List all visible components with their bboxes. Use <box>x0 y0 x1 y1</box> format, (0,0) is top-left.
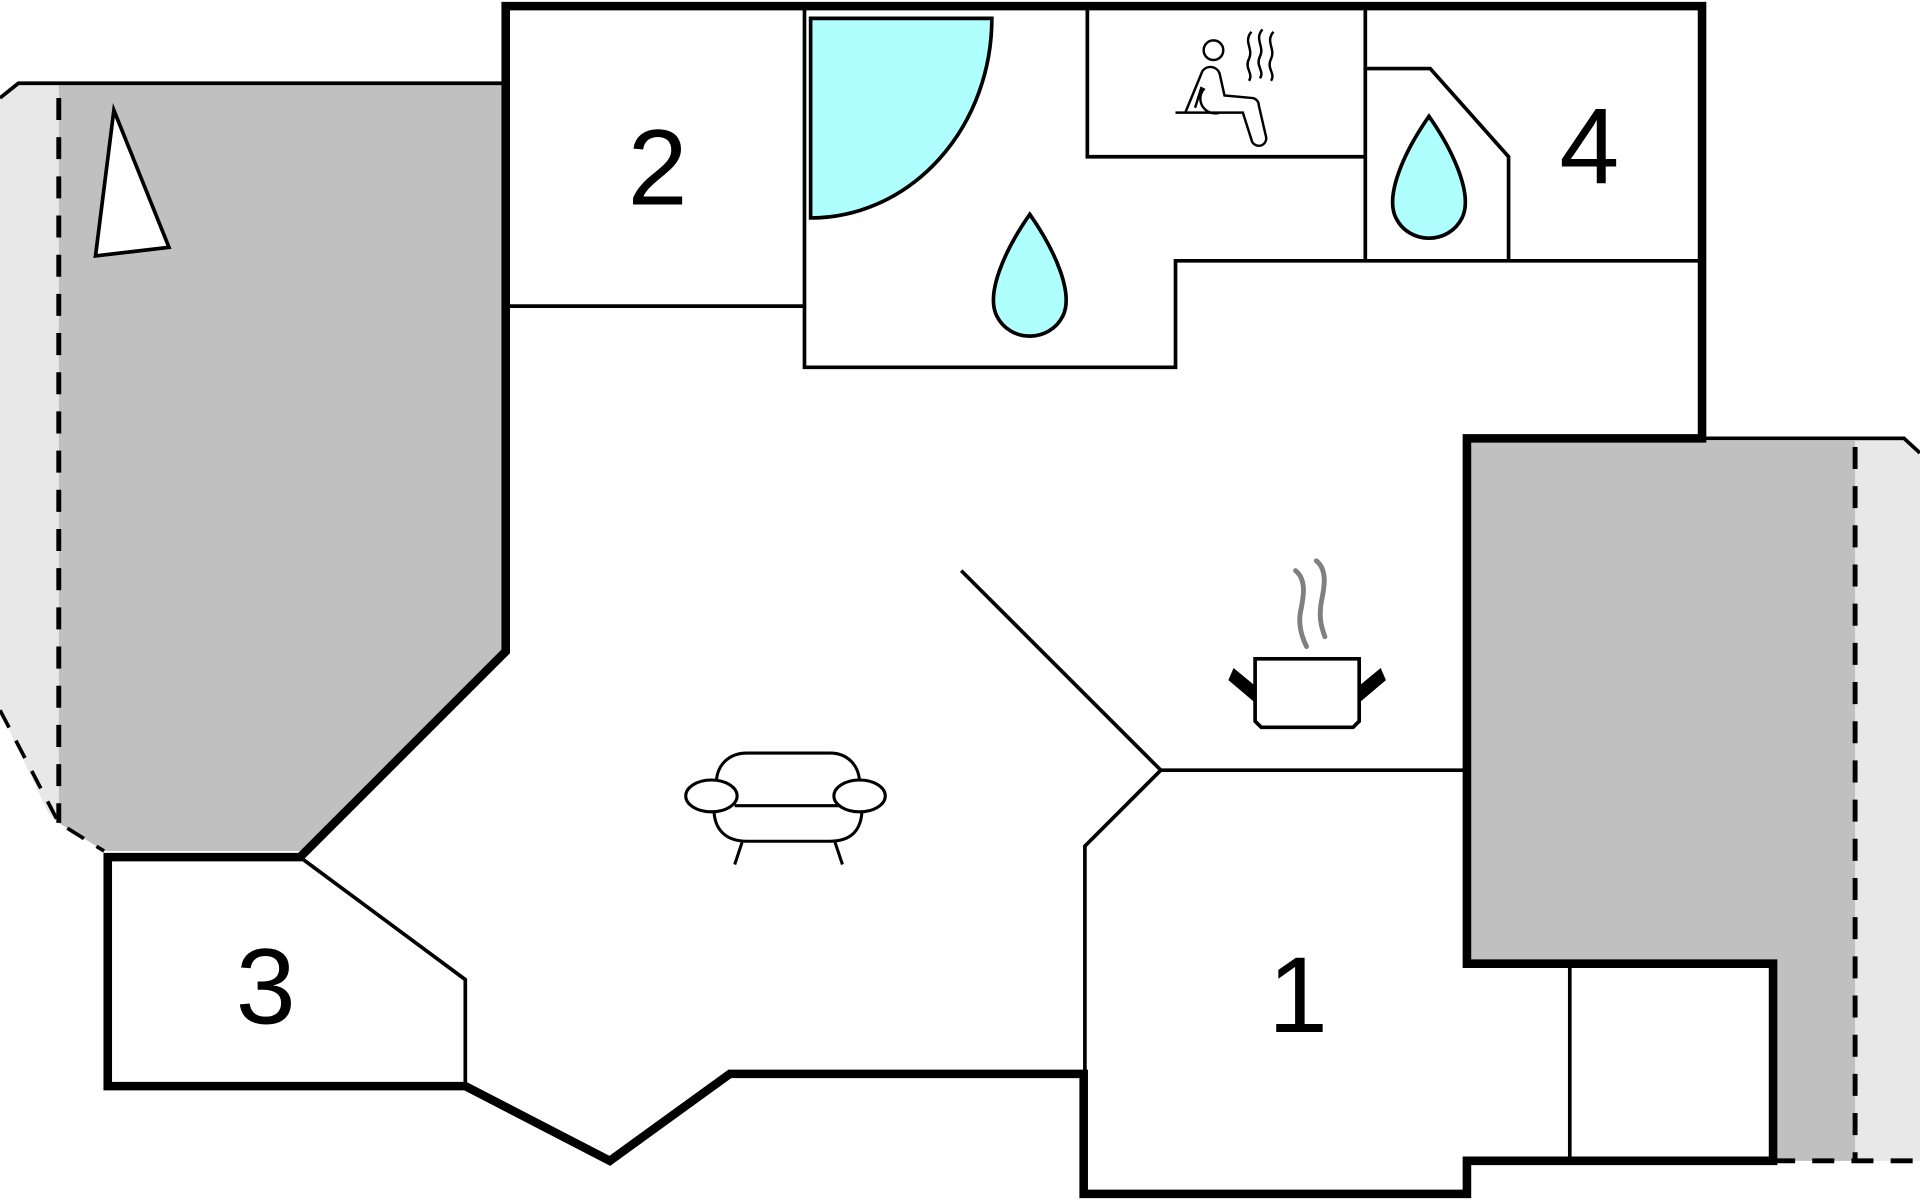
north-arrow-icon <box>93 102 172 259</box>
terrace-left <box>58 83 506 852</box>
interior-floor <box>107 6 1774 1194</box>
terrace-left-edge <box>0 81 506 100</box>
terrace-right-edge <box>1702 436 1920 455</box>
interior-walls <box>298 6 1703 1161</box>
shower-icon <box>808 16 994 220</box>
sofa-icon <box>684 751 887 865</box>
terrace-right <box>1466 440 1856 1161</box>
outdoor-area-right <box>1855 440 1920 1161</box>
dashed-boundary-left-curve <box>0 709 106 853</box>
sauna-icon <box>1175 28 1275 148</box>
room-label-1: 1 <box>1268 934 1328 1055</box>
outdoor-area-left <box>0 83 59 823</box>
water-drop-icon <box>991 211 1068 338</box>
water-drop-icon <box>1390 113 1468 240</box>
room-label-4: 4 <box>1559 86 1619 207</box>
room-label-3: 3 <box>236 926 296 1047</box>
room-label-2: 2 <box>628 106 688 227</box>
cooking-pot-icon <box>1228 558 1386 730</box>
exterior-walls <box>103 1 1778 1199</box>
